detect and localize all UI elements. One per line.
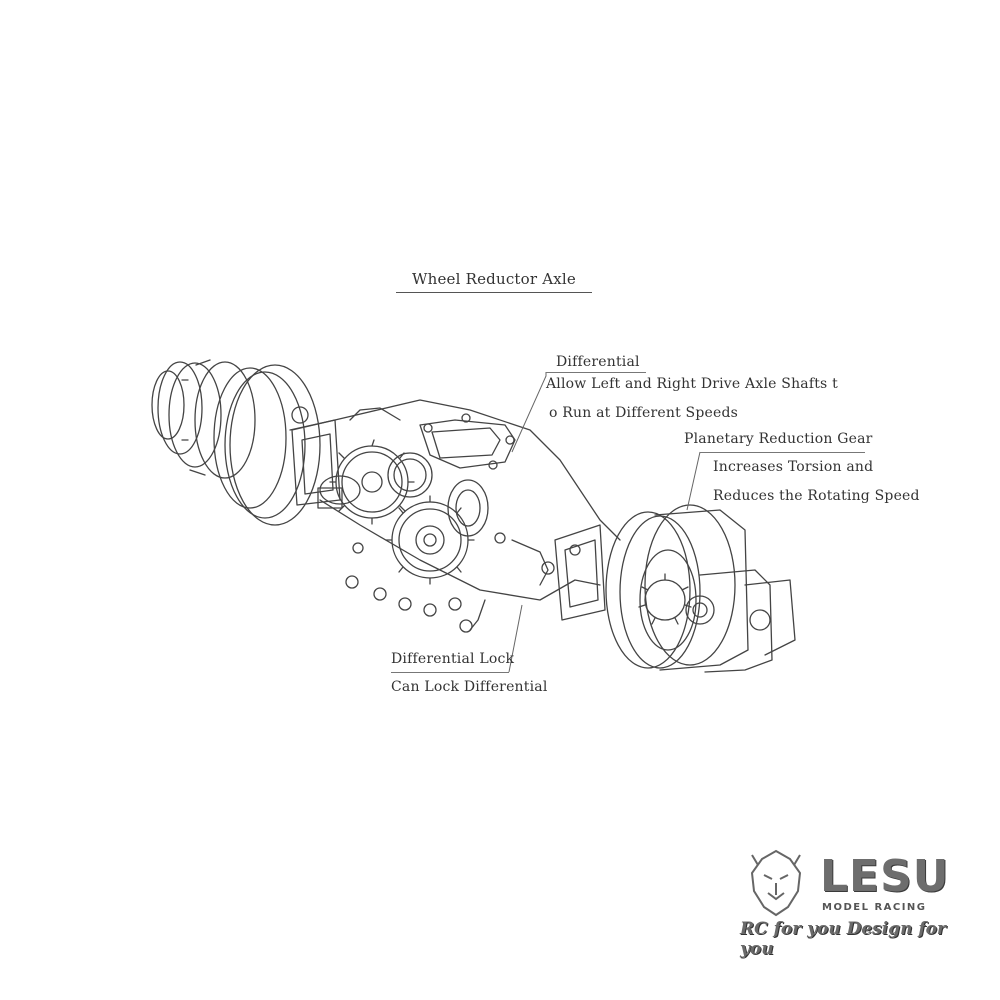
logo-wordmark: LESU xyxy=(820,851,950,902)
spur-gear-main xyxy=(385,495,475,585)
brand-logo: LESU MODEL RACING RC for you Design for … xyxy=(738,845,958,959)
planetary-label: Planetary Reduction Gear xyxy=(684,431,873,447)
planetary-desc-line2: Reduces the Rotating Speed xyxy=(713,488,920,504)
lock-label: Differential Lock xyxy=(391,651,515,667)
lion-head-logo-icon xyxy=(750,849,802,917)
logo-tagline: RC for you Design for you xyxy=(740,919,946,959)
differential-desc-line2: o Run at Different Speeds xyxy=(549,405,739,421)
differential-underline xyxy=(546,372,646,373)
planetary-leader xyxy=(686,451,701,511)
lock-leader xyxy=(508,604,523,673)
diagram-title: Wheel Reductor Axle xyxy=(412,270,576,288)
differential-label: Differential xyxy=(556,354,640,370)
differential-cover xyxy=(419,413,516,470)
bolt-row xyxy=(345,532,506,633)
differential-desc-line1: Allow Left and Right Drive Axle Shafts t xyxy=(546,376,838,392)
lock-desc-line1: Can Lock Differential xyxy=(391,679,548,695)
left-wheel-hub xyxy=(151,359,321,526)
logo-subtitle: MODEL RACING xyxy=(822,902,927,913)
differential-leader xyxy=(511,372,547,453)
differential-lock-lever xyxy=(469,539,555,631)
left-mount-bracket xyxy=(291,419,361,509)
lock-underline xyxy=(391,672,509,673)
planetary-underline xyxy=(700,452,865,453)
planetary-desc-line1: Increases Torsion and xyxy=(713,459,874,475)
planetary-gear-teeth xyxy=(638,573,692,625)
right-mount-bracket xyxy=(554,524,606,621)
right-wheel-hub xyxy=(605,504,796,673)
spur-gear-large xyxy=(329,439,415,525)
bevel-gear xyxy=(447,479,489,537)
axle-housing-top xyxy=(289,399,621,541)
spur-gear-upper xyxy=(387,452,433,498)
title-underline xyxy=(396,292,592,293)
